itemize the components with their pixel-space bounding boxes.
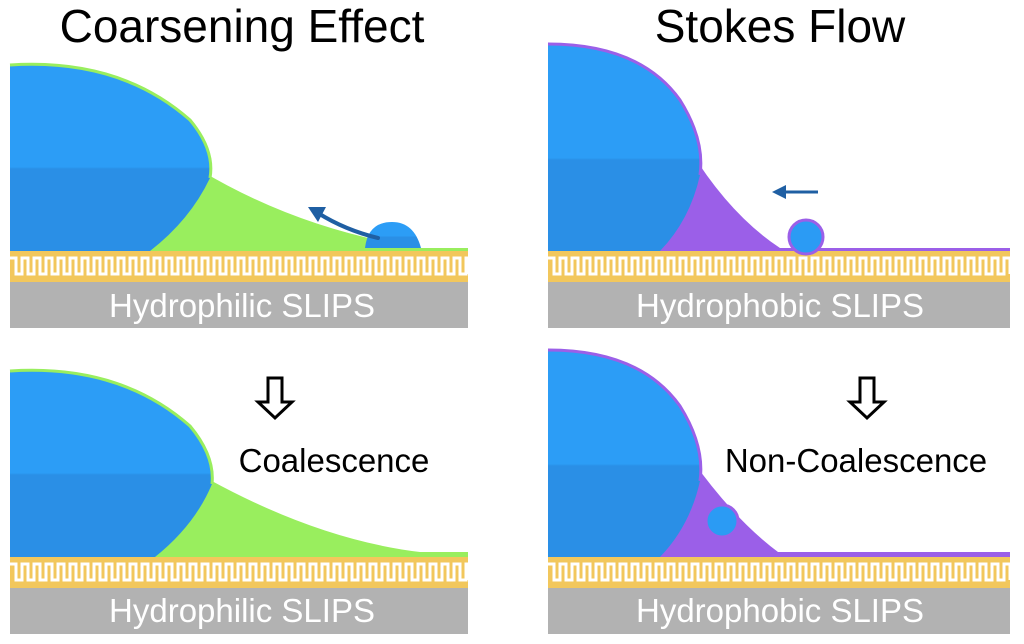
texture-pattern [548, 256, 1012, 276]
small-water-droplet [365, 222, 421, 248]
outcome-label-non-coalescence: Non-Coalescence [725, 442, 987, 479]
title-coarsening-effect: Coarsening Effect [60, 0, 425, 52]
texture-layer [548, 557, 1010, 588]
substrate-base [548, 588, 1010, 634]
texture-pattern [10, 256, 470, 276]
droplet-oil-cloak [9, 368, 214, 485]
motion-arrow-icon [316, 211, 380, 240]
substrate-label-hydrophobic: Hydrophobic SLIPS [636, 592, 924, 629]
droplet-oil-cloak [547, 348, 703, 482]
substrate-label-hydrophilic: Hydrophilic SLIPS [109, 592, 375, 629]
outcome-label-coalescence: Coalescence [239, 442, 430, 479]
droplet-oil-cloak [547, 42, 703, 176]
hollow-down-arrow-icon [254, 376, 296, 421]
panel-top-right: Hydrophobic SLIPS [547, 42, 1012, 328]
droplet-oil-cloak [9, 62, 213, 179]
large-water-droplet [548, 44, 701, 251]
texture-pattern [548, 562, 1012, 582]
panel-top-left: Hydrophilic SLIPS [9, 62, 470, 328]
hollow-down-arrow-icon [846, 376, 888, 421]
large-water-droplet [10, 370, 213, 557]
large-water-droplet [548, 350, 701, 557]
substrate-base [10, 588, 468, 634]
motion-arrowhead-icon [772, 185, 786, 199]
title-stokes-flow: Stokes Flow [655, 0, 906, 52]
panel-bottom-right: Non-Coalescence Hydrophobic SLIPS [547, 348, 1012, 634]
panel-bottom-left: Coalescence Hydrophilic SLIPS [9, 368, 470, 634]
small-water-droplet [704, 503, 740, 539]
texture-pattern [10, 562, 470, 582]
substrate-base [10, 282, 468, 328]
large-water-droplet [10, 64, 211, 251]
small-water-droplet [787, 218, 825, 256]
motion-arrowhead-icon [308, 207, 326, 222]
substrate-label-hydrophobic: Hydrophobic SLIPS [636, 287, 924, 324]
texture-layer [548, 251, 1010, 282]
substrate-label-hydrophilic: Hydrophilic SLIPS [109, 287, 375, 324]
substrate-base [548, 282, 1010, 328]
